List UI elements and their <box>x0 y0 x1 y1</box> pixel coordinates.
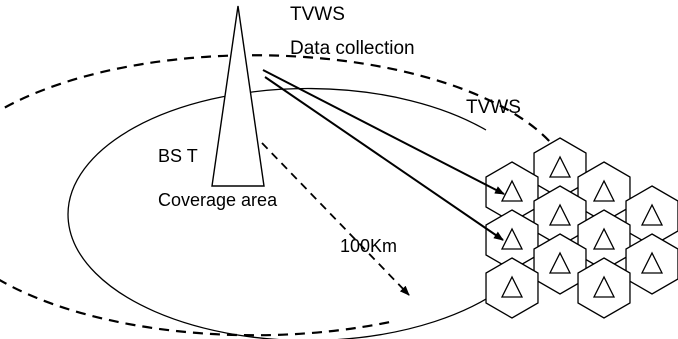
tvws-device-icon <box>548 203 572 226</box>
coverage-area-ellipse <box>67 87 504 339</box>
radius-label: 100Km <box>340 236 397 256</box>
tvws-device-icon <box>592 275 616 298</box>
tvws-device-icon <box>500 227 524 250</box>
tvws-device-icon <box>548 251 572 274</box>
tvws-top-label: TVWS <box>290 4 345 25</box>
base-station-label: BS T <box>158 146 198 166</box>
tvws-device-icon <box>592 227 616 250</box>
tvws-device-icon <box>548 155 572 178</box>
data-collection-label: Data collection <box>290 38 415 59</box>
tvws-device-icon <box>592 179 616 202</box>
tvws-device-icon <box>640 203 664 226</box>
tvws-device-icon <box>500 179 524 202</box>
data-link-arrow-lower <box>264 76 504 241</box>
coverage-area-label: Coverage area <box>158 190 278 210</box>
data-link-arrow-upper <box>262 69 505 195</box>
radius-arrow <box>261 142 410 296</box>
tvws-right-label: TVWS <box>466 97 521 118</box>
tvws-outer-boundary <box>0 54 561 337</box>
tvws-device-icon <box>500 275 524 298</box>
tvws-device-icon <box>640 251 664 274</box>
base-station-tower <box>211 5 265 187</box>
tvws-cell-cluster <box>485 137 678 319</box>
